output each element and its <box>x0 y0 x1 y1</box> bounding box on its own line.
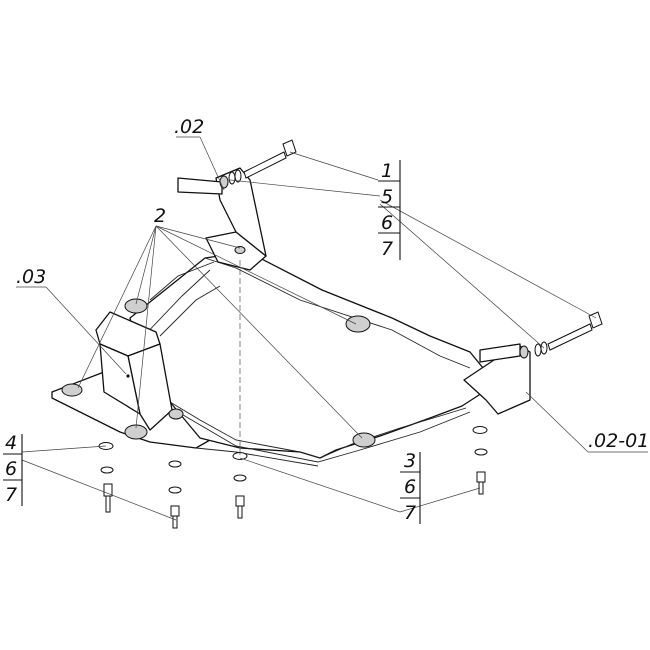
leader-lines <box>16 136 648 521</box>
washer-top-1 <box>234 169 242 183</box>
label-stack-left-3: 7 <box>5 484 17 506</box>
washer-top-2 <box>228 171 236 185</box>
skid-plate <box>51 251 497 467</box>
label-stack-bottom-3: 7 <box>404 502 416 524</box>
mount-hole <box>61 383 83 397</box>
washer <box>168 486 182 494</box>
mounting-holes <box>61 298 376 448</box>
washer <box>472 426 488 434</box>
bolt <box>170 505 180 529</box>
label-stack-top-4: 7 <box>381 238 393 260</box>
washer <box>168 460 182 468</box>
label-stack-left-2: 6 <box>5 458 17 480</box>
mount-hole <box>124 298 148 314</box>
callout-labels: .02 1 5 6 7 2 .03 .02-01 4 6 7 3 6 7 <box>3 116 649 524</box>
mount-hole <box>352 432 376 448</box>
washer-right-2 <box>534 343 542 357</box>
mount-hole <box>168 408 184 420</box>
bolt-top <box>243 151 287 179</box>
label-stack-bottom-2: 6 <box>404 476 416 498</box>
label-stack-top-1: 1 <box>381 160 393 182</box>
right-bracket-hole <box>519 345 529 359</box>
label-stack-top-3: 6 <box>381 212 393 234</box>
label-stack-top-2: 5 <box>381 186 393 208</box>
label-2: 2 <box>154 205 166 227</box>
skid-plate-main-surface <box>129 251 497 459</box>
washer <box>474 448 488 456</box>
fastener-stacks <box>98 260 488 529</box>
label-02: .02 <box>174 116 204 138</box>
label-02-01: .02-01 <box>588 430 649 452</box>
bolt <box>103 483 113 513</box>
label-stack-left-1: 4 <box>5 432 17 454</box>
washer <box>233 474 247 482</box>
bolt <box>476 471 486 495</box>
bolt-right <box>547 323 593 351</box>
center-bracket <box>177 139 297 271</box>
bracket-hole <box>219 175 229 189</box>
bracket-base-hole <box>234 246 246 254</box>
washer <box>100 466 114 474</box>
label-03: .03 <box>16 266 46 288</box>
mount-hole <box>345 315 371 333</box>
bolt <box>235 495 245 519</box>
label-stack-bottom-1: 3 <box>404 450 416 472</box>
